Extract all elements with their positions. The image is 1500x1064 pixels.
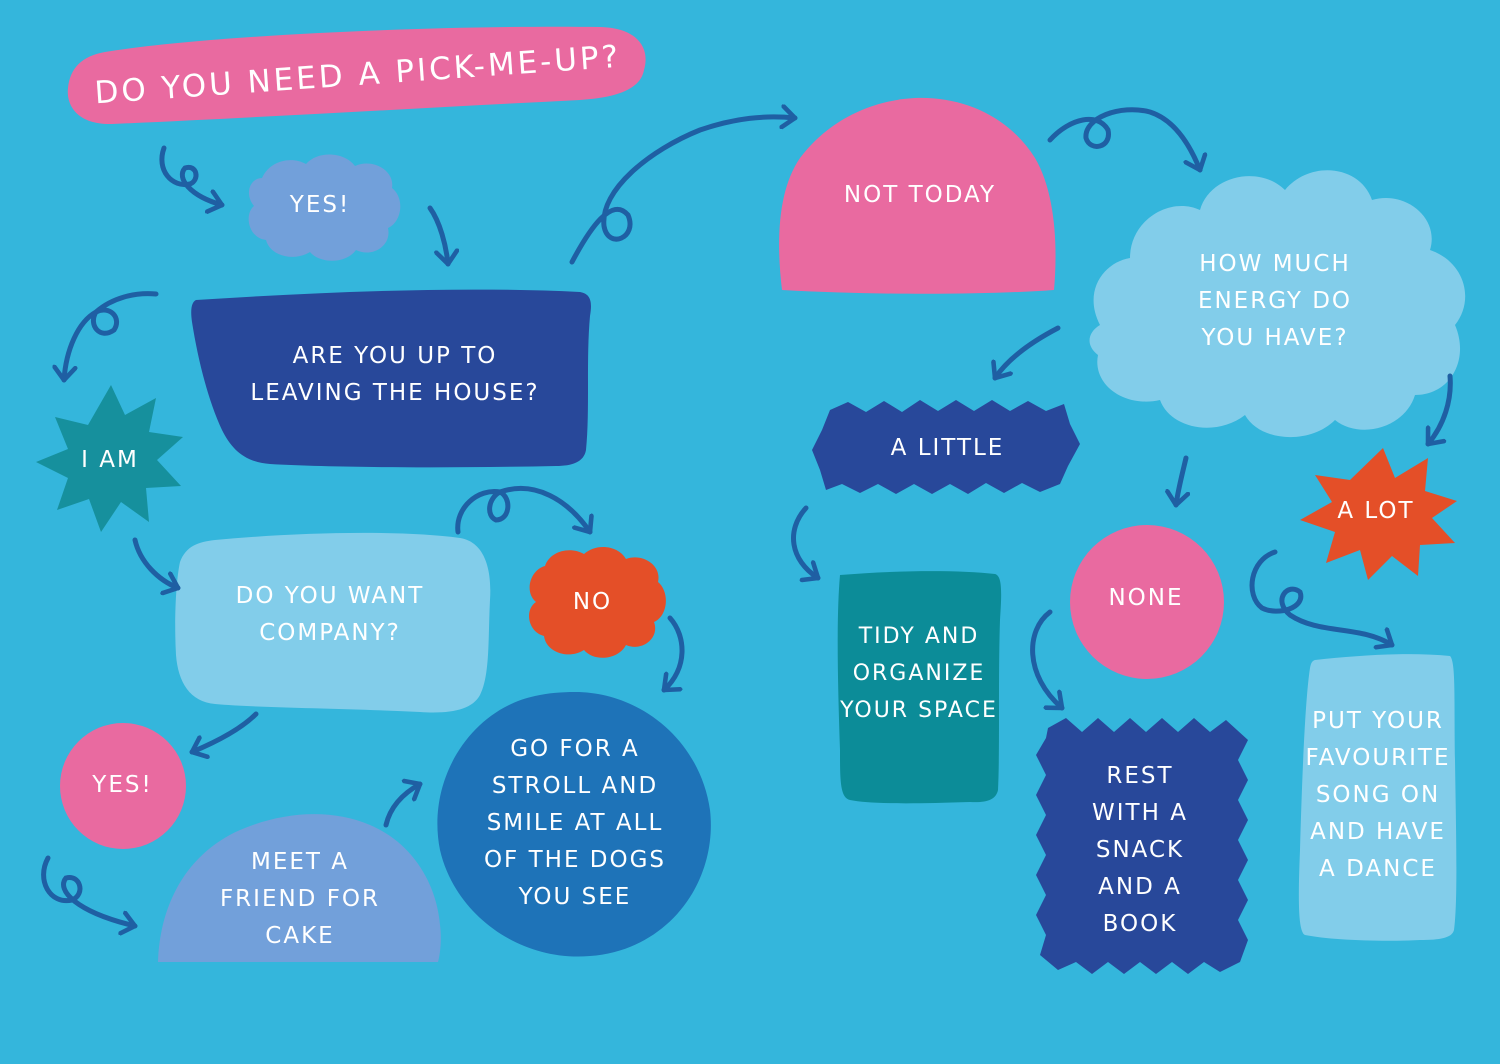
- arrow-title-to-yes: [159, 145, 225, 205]
- none-shape: [1070, 525, 1224, 679]
- arrow-not-today-to-energy: [1047, 107, 1200, 173]
- stroll-shape: [437, 692, 711, 957]
- yes-bottom-shape: [60, 723, 186, 849]
- title-banner: [67, 26, 646, 125]
- arrow-energy-to-a-little: [995, 325, 1061, 381]
- energy-cloud-shape: [1089, 170, 1466, 438]
- arrow-a-little-to-tidy: [791, 505, 821, 578]
- arrow-none-to-rest: [1030, 609, 1065, 711]
- arrow-yes-to-meet: [41, 855, 138, 926]
- yes-top-shape: [248, 154, 401, 261]
- dance-shape: [1298, 654, 1457, 941]
- rest-shape: [1036, 718, 1248, 974]
- arrow-energy-to-none: [1176, 455, 1186, 508]
- i-am-shape: [36, 385, 183, 532]
- arrow-energy-to-a-lot: [1425, 373, 1453, 447]
- want-company-shape: [175, 532, 491, 713]
- arrow-a-lot-to-dance: [1249, 549, 1395, 645]
- arrow-company-to-yes: [189, 711, 259, 752]
- arrow-i-am-to-company: [132, 537, 181, 588]
- arrow-no-to-stroll: [661, 615, 685, 693]
- leaving-house-shape: [191, 289, 591, 468]
- arrow-yes-to-leaving: [427, 205, 448, 267]
- arrow-company-to-no: [455, 486, 590, 535]
- a-lot-shape: [1300, 448, 1457, 580]
- a-little-shape: [812, 400, 1080, 494]
- tidy-shape: [837, 571, 1002, 804]
- not-today-shape: [779, 97, 1056, 294]
- arrow-leaving-to-i-am: [64, 291, 159, 383]
- meet-friend-shape: [158, 814, 441, 962]
- no-shape: [529, 546, 666, 658]
- arrow-leaving-to-not-today: [569, 117, 798, 265]
- arrow-meet-to-stroll: [383, 784, 423, 828]
